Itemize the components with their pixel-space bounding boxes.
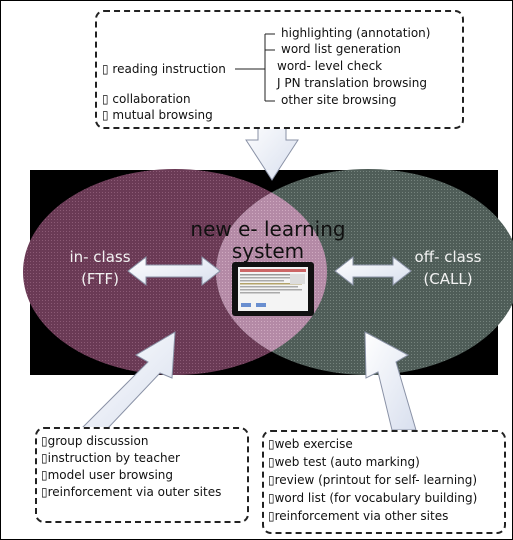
in-class-item: ▯model user browsing [41,468,174,482]
in-class-item: ▯group discussion [41,434,149,448]
off-class-item: ▯web test (auto marking) [268,455,420,469]
tablet-screenshot [232,262,314,316]
sub-item-word-level-check: word- level check [277,59,383,73]
sub-item-jpn-translation: J PN translation browsing [277,76,427,90]
sub-item-word-list-generation: word list generation [281,42,402,56]
sub-item-other-site-browsing: other site browsing [281,93,397,107]
in-class-label: in- class [69,248,130,266]
off-class-item: ▯word list (for vocabulary building) [268,491,478,505]
in-class-sublabel: (FTF) [81,270,119,288]
main-item-collaboration: ▯ collaboration [102,92,191,106]
off-class-item: ▯review (printout for self- learning) [268,473,478,487]
center-title-line1: new e- learning [190,217,345,241]
overlap-region [216,169,327,375]
main-item-reading-instruction: ▯ reading instruction [102,62,226,76]
in-class-item: ▯reinforcement via outer sites [41,485,222,499]
sub-item-highlighting: highlighting (annotation) [281,26,431,40]
right-double-arrow [334,255,412,287]
left-double-arrow [127,255,221,287]
center-title-line2: system [232,239,304,263]
off-class-label: off- class [415,248,482,266]
main-item-mutual-browsing: ▯ mutual browsing [102,108,213,122]
off-class-item: ▯reinforcement via other sites [268,509,449,523]
bottom-right-info-box: ▯web exercise ▯web test (auto marking) ▯… [262,430,506,534]
off-class-sublabel: (CALL) [423,270,472,288]
top-info-box: ▯ reading instruction ▯ collaboration ▯ … [95,10,464,129]
bottom-left-info-box: ▯group discussion ▯instruction by teache… [35,427,249,523]
in-class-item: ▯instruction by teacher [41,451,180,465]
off-class-item: ▯web exercise [268,437,353,451]
bracket-lines [235,33,275,102]
